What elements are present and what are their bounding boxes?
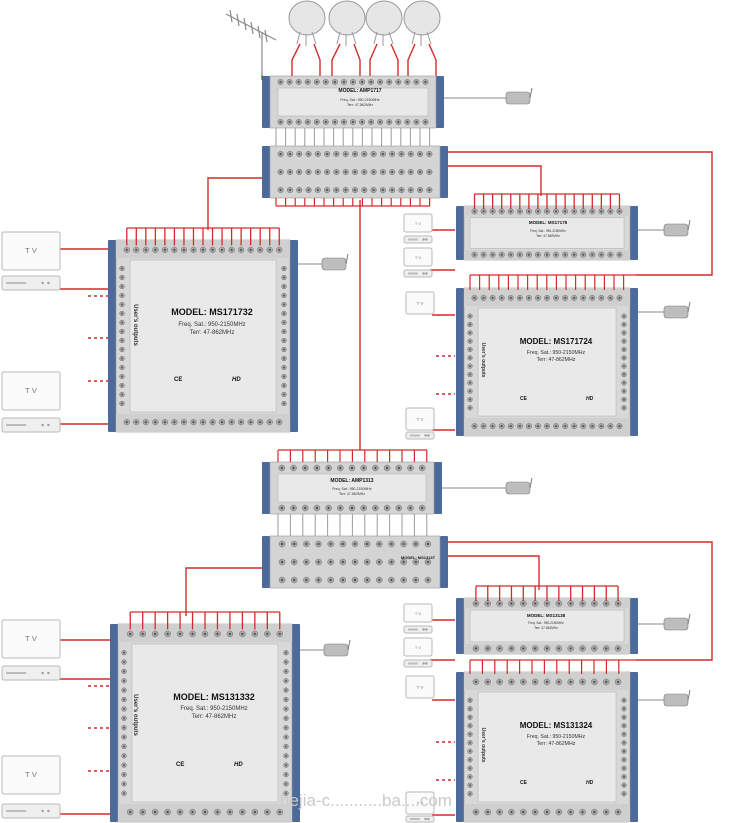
ms13138-spec-terr: Terr: 47-862MHz	[534, 626, 558, 630]
tv-icon: T V	[403, 603, 433, 623]
satellite-dish-icon	[288, 0, 326, 46]
ms171724-model: MODEL: MS171724	[520, 337, 593, 346]
terrestrial-antenna-icon	[225, 9, 277, 75]
amp-mid-spec-sat: Freq. Sat.: 950-2150MHz	[332, 487, 372, 491]
tv-label: T V	[415, 611, 421, 616]
tv-icon: T V	[403, 247, 433, 267]
ms131324-model: MODEL: MS131324	[520, 721, 593, 730]
amp-top-model: MODEL: AMP1717	[338, 88, 381, 94]
tv-icon: T V	[405, 791, 435, 815]
multiswitch-ms171724	[456, 287, 638, 437]
tv-icon: T V	[405, 291, 435, 315]
ms171732-model: MODEL: MS171732	[171, 307, 253, 317]
tv-label: T V	[25, 770, 38, 779]
tv-label: T V	[415, 645, 421, 650]
tv-icon: T V	[1, 755, 61, 795]
power-adapter-icon	[442, 477, 533, 495]
amp-top-spec-terr: Terr: 47-862MHz	[347, 103, 373, 107]
multiswitch-ms171732	[108, 227, 298, 433]
ms13138-model: MODEL: MS13138	[527, 613, 566, 618]
ms131324-side-label: User's outputs	[480, 728, 486, 763]
satellite-dish-icon	[365, 0, 403, 46]
set-top-box-icon	[403, 625, 433, 634]
tv-icon: T V	[1, 231, 61, 271]
ce-badge: CE	[520, 396, 528, 402]
set-top-box-icon	[405, 815, 435, 823]
cascade-top	[262, 145, 448, 199]
ce-badge: CE	[176, 762, 184, 768]
ms131332-side-label: User's outputs	[132, 694, 138, 736]
tv-label: T V	[25, 246, 38, 255]
multiswitch-ms131332	[110, 611, 300, 823]
ce-badge: CE	[520, 780, 528, 786]
ms131332-spec-terr: Terr: 47-862MHz	[192, 714, 237, 720]
hd-badge: HD	[234, 762, 243, 768]
hd-badge: HD	[586, 396, 594, 402]
ms171732-spec-terr: Terr: 47-862MHz	[190, 330, 235, 336]
tv-label: T V	[417, 417, 424, 422]
set-top-box-icon	[403, 659, 433, 668]
power-adapter-icon	[300, 639, 351, 657]
set-top-box-icon	[403, 235, 433, 244]
tv-icon: T V	[403, 637, 433, 657]
power-adapter-icon	[638, 301, 691, 319]
ms171732-side-label: User's outputs	[132, 304, 138, 346]
power-adapter-icon	[638, 689, 691, 707]
tv-label: T V	[417, 301, 424, 306]
tv-icon: T V	[405, 407, 435, 431]
amp-top-spec-sat: Freq. Sat.: 950-2150MHz	[340, 98, 380, 102]
ms171724-spec-sat: Freq. Sat.: 950-2150MHz	[527, 350, 586, 356]
power-adapter-icon	[638, 219, 691, 237]
set-top-box-icon	[1, 803, 61, 819]
ms13138-spec-sat: Freq. Sat.: 950-2150MHz	[528, 621, 564, 625]
set-top-box-icon	[403, 269, 433, 278]
power-adapter-icon	[638, 613, 691, 631]
tv-icon: T V	[1, 371, 61, 411]
hd-badge: HD	[586, 780, 594, 786]
multiswitch-ms17178	[456, 193, 638, 261]
tv-label: T V	[415, 221, 421, 226]
tv-label: T V	[417, 685, 424, 690]
ms131332-spec-sat: Freq. Sat.: 950-2150MHz	[180, 706, 247, 712]
ms131332-model: MODEL: MS131332	[173, 692, 255, 702]
coax-cables	[60, 43, 713, 816]
ms171732-spec-sat: Freq. Sat.: 950-2150MHz	[178, 322, 245, 328]
ms131324-spec-terr: Terr: 47-862MHz	[537, 741, 576, 747]
amp-mid-spec-terr: Terr: 47-862MHz	[339, 492, 365, 496]
ms131324-spec-sat: Freq. Sat.: 950-2150MHz	[527, 734, 586, 740]
satellite-dish-icon	[328, 0, 366, 46]
multiswitch-ms13138	[456, 585, 638, 655]
set-top-box-icon	[1, 417, 61, 433]
watermark: hejia-c...........ba....com	[280, 791, 452, 810]
set-top-box-icon	[1, 665, 61, 681]
ms17178-model: MODEL: MS17178	[529, 220, 568, 225]
ms17178-spec-terr: Terr: 47-862MHz	[536, 234, 560, 238]
power-adapter-icon	[298, 253, 349, 271]
amp-to-cascade-links	[275, 128, 636, 674]
ms17178-spec-sat: Freq. Sat.: 950-2150MHz	[530, 229, 566, 233]
tv-icon: T V	[405, 675, 435, 699]
tv-icon: T V	[403, 213, 433, 233]
hd-badge: HD	[232, 377, 241, 383]
tv-label: T V	[25, 386, 38, 395]
set-top-box-icon	[1, 275, 61, 291]
ms171724-spec-terr: Terr: 47-862MHz	[537, 357, 576, 363]
satellite-dish-icon	[403, 0, 441, 46]
multiswitch-ms131324	[456, 671, 638, 823]
cascade-mid-model: MODEL: MS1313T	[401, 555, 436, 560]
tv-label: T V	[415, 255, 421, 260]
set-top-box-icon	[405, 431, 435, 440]
ms171724-side-label: User's outputs	[480, 343, 486, 378]
tv-label: T V	[25, 634, 38, 643]
power-adapter-icon	[444, 87, 533, 105]
amplifier-amp1717	[262, 75, 444, 129]
tv-icon: T V	[1, 619, 61, 659]
tv-label: T V	[417, 801, 424, 806]
amp-mid-model: MODEL: AMP1313	[330, 478, 373, 484]
ce-badge: CE	[174, 377, 182, 383]
amplifier-amp1313	[262, 461, 442, 515]
cascade-mid	[262, 535, 448, 589]
